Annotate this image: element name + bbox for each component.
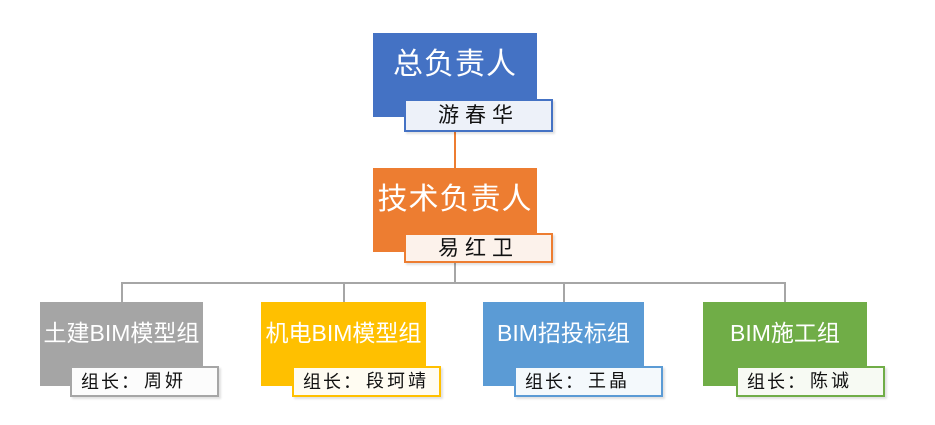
team-node-title: 土建BIM模型组 <box>43 320 200 346</box>
leader-person-name: 王晶 <box>588 370 630 392</box>
connector-drop-team-1 <box>121 282 123 302</box>
leader-person-name: 周妍 <box>144 370 186 392</box>
team-leader-plate-bim-construction: 组长： 陈诚 <box>736 366 885 397</box>
connector-drop-team-3 <box>563 282 565 302</box>
tech-person-name: 易红卫 <box>438 235 519 260</box>
leader-person-name: 陈诚 <box>810 370 852 392</box>
connector-drop-team-4 <box>784 282 786 302</box>
connector-tech-stem <box>454 263 456 282</box>
connector-root-to-tech <box>454 132 456 168</box>
leader-prefix-label: 组长： <box>303 371 363 392</box>
team-leader-plate-mep-bim: 组长： 段珂靖 <box>292 366 441 397</box>
tech-node-title: 技术负责人 <box>377 183 533 216</box>
team-node-title: BIM施工组 <box>730 320 840 346</box>
root-node-title: 总负责人 <box>393 48 517 81</box>
leader-prefix-label: 组长： <box>81 371 141 392</box>
team-node-title: BIM招投标组 <box>497 320 630 346</box>
leader-prefix-label: 组长： <box>747 371 807 392</box>
root-person-name: 游春华 <box>438 103 519 127</box>
team-leader-plate-civil-bim: 组长： 周妍 <box>70 366 219 397</box>
team-node-title: 机电BIM模型组 <box>265 320 422 346</box>
leader-person-name: 段珂靖 <box>366 370 429 392</box>
root-name-plate: 游春华 <box>404 99 553 132</box>
tech-name-plate: 易红卫 <box>404 233 553 263</box>
connector-bus <box>122 282 786 284</box>
team-leader-plate-bim-bidding: 组长： 王晶 <box>514 366 663 397</box>
leader-prefix-label: 组长： <box>525 371 585 392</box>
connector-drop-team-2 <box>343 282 345 302</box>
